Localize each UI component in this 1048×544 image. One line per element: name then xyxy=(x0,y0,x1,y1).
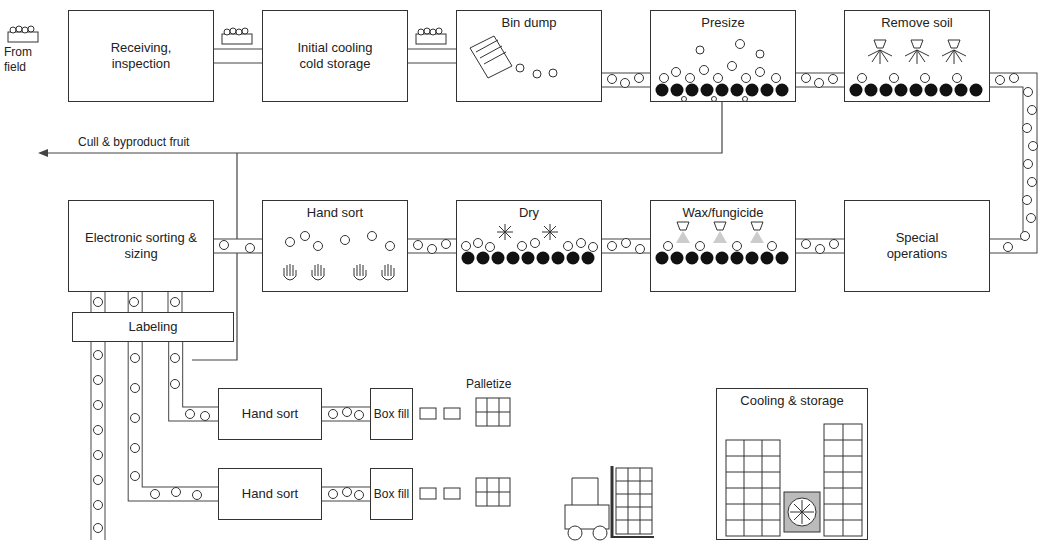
node-text: Hand sort xyxy=(242,406,298,422)
process-box: Wax/fungicide xyxy=(650,200,796,292)
process-box: Presize xyxy=(650,10,796,102)
node-text: Cooling & storage xyxy=(740,393,843,409)
roller-bed xyxy=(656,84,789,97)
crate-icon xyxy=(222,28,252,44)
flow-label: Cull & byproduct fruit xyxy=(78,135,189,150)
fruit-pile xyxy=(660,40,781,102)
forklift xyxy=(565,466,654,540)
process-box: Hand sort xyxy=(262,200,408,292)
conveyor-belt xyxy=(135,342,218,494)
cull-line xyxy=(38,102,722,360)
node-text: Hand sort xyxy=(242,486,298,502)
node-text: Box fill xyxy=(374,407,409,421)
node-text: Labeling xyxy=(128,319,177,335)
process-box: Hand sort xyxy=(218,468,322,520)
node-text: Presize xyxy=(701,15,744,31)
spray-brush xyxy=(850,40,983,97)
conveyor-belt xyxy=(176,342,218,414)
node-text: Dry xyxy=(519,205,539,221)
process-box: Box fill xyxy=(370,388,413,440)
process-box: Bin dump xyxy=(456,10,602,102)
process-box: Remove soil xyxy=(844,10,990,102)
node-text: Box fill xyxy=(374,487,409,501)
process-box: Dry xyxy=(456,200,602,292)
node-text: Bin dump xyxy=(502,15,557,31)
node-text: Electronic sorting & sizing xyxy=(85,230,197,261)
packed-boxes xyxy=(420,398,510,506)
source-label: From field xyxy=(4,45,44,75)
process-box: Receiving, inspection xyxy=(68,10,214,102)
crate-icon xyxy=(8,26,38,42)
drying-fans xyxy=(462,224,598,265)
conveyor-belt xyxy=(214,56,262,57)
node-text: Wax/fungicide xyxy=(682,205,763,221)
node-text: Initial cooling cold storage xyxy=(285,40,385,71)
process-box: Labeling xyxy=(72,312,234,342)
sorting-hands xyxy=(284,232,395,281)
process-box: Hand sort xyxy=(218,388,322,440)
step-label: Palletize xyxy=(466,377,511,392)
node-text: Remove soil xyxy=(881,15,953,31)
process-box: Cooling & storage xyxy=(716,388,868,540)
process-box: Box fill xyxy=(370,468,413,520)
storage-stacks xyxy=(726,424,862,536)
conveyor-belt xyxy=(408,56,456,57)
process-box: Initial cooling cold storage xyxy=(262,10,408,102)
node-text: Hand sort xyxy=(307,205,363,221)
wax-nozzles xyxy=(656,222,789,265)
node-text: Special operations xyxy=(877,230,957,261)
process-box: Special operations xyxy=(844,200,990,292)
crate-icon xyxy=(416,28,446,44)
node-text: Receiving, inspection xyxy=(96,40,186,71)
process-box: Electronic sorting & sizing xyxy=(68,200,214,292)
tilted-bin xyxy=(470,36,557,78)
